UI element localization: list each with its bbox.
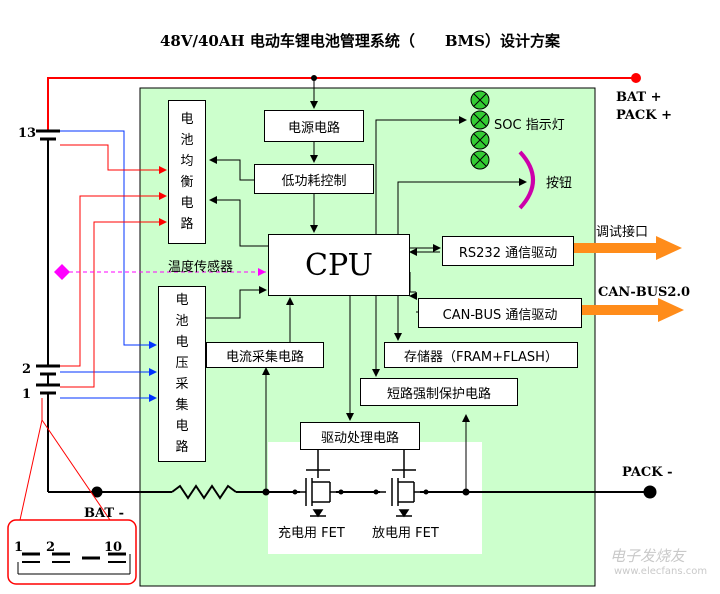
pack-plus-label: PACK + bbox=[616, 108, 672, 123]
charge-fet-label: 充电用 FET bbox=[278, 526, 345, 541]
rs232-driver-block: RS232 通信驱动 bbox=[442, 236, 574, 266]
charge-fet-symbol bbox=[300, 450, 336, 518]
inset-cell-10-label: 10 bbox=[104, 540, 123, 555]
cell-1-label: 1 bbox=[22, 387, 32, 402]
cell-voltage-label: 电 池 电 压 采 集 电 路 bbox=[175, 293, 189, 455]
inset-cell-1-label: 1 bbox=[14, 540, 24, 555]
cell-balancing-block: 电 池 均 衡 电 路 bbox=[168, 100, 206, 244]
pack-minus-label: PACK - bbox=[622, 465, 673, 480]
inset-cell-2-label: 2 bbox=[46, 540, 56, 555]
page-title: 48V/40AH 电动车锂电池管理系统（ BMS）设计方案 bbox=[159, 32, 560, 50]
button-label: 按钮 bbox=[546, 176, 573, 191]
canbus-driver-block: CAN-BUS 通信驱动 bbox=[418, 298, 582, 328]
cell-2-label: 2 bbox=[22, 362, 32, 377]
temp-sensor-line bbox=[54, 264, 266, 280]
debug-interface-arrow bbox=[574, 236, 682, 260]
power-circuit-block: 电源电路 bbox=[264, 110, 364, 142]
soc-led-icons bbox=[470, 90, 490, 170]
cell-balancing-label: 电 池 均 衡 电 路 bbox=[180, 112, 194, 232]
cell-voltage-sampling-block: 电 池 电 压 采 集 电 路 bbox=[158, 286, 206, 462]
canbus-output-arrow bbox=[582, 298, 684, 322]
connectors bbox=[206, 116, 527, 421]
bat-minus-label: BAT - bbox=[84, 506, 124, 521]
bat-plus-label: BAT + bbox=[616, 90, 662, 105]
balance-lines bbox=[60, 144, 167, 388]
voltage-sense-lines bbox=[60, 130, 157, 402]
cell-13-label: 13 bbox=[18, 126, 37, 141]
cpu-block: CPU bbox=[268, 234, 410, 296]
debug-interface-label: 调试接口 bbox=[596, 225, 649, 240]
fet-area bbox=[268, 442, 482, 554]
current-sampling-block: 电流采集电路 bbox=[206, 342, 324, 368]
driver-processing-block: 驱动处理电路 bbox=[300, 422, 420, 450]
bat-plus-line bbox=[47, 73, 641, 132]
button-icon bbox=[518, 150, 535, 210]
watermark-en: www.elecfans.com bbox=[614, 566, 708, 577]
short-circuit-protection-block: 短路强制保护电路 bbox=[360, 378, 518, 406]
temp-sensor-icon bbox=[54, 264, 70, 280]
storage-block: 存储器（FRAM+FLASH） bbox=[384, 342, 578, 368]
cell-inset bbox=[7, 398, 137, 585]
discharge-fet-symbol bbox=[380, 450, 420, 518]
temp-sensor-label: 温度传感器 bbox=[168, 260, 234, 275]
battery-stack bbox=[36, 129, 60, 492]
soc-indicator-label: SOC 指示灯 bbox=[494, 118, 565, 133]
low-power-control-block: 低功耗控制 bbox=[254, 164, 374, 194]
pack-minus-line bbox=[48, 367, 657, 500]
watermark-cn: 电子发烧友 bbox=[610, 547, 686, 565]
discharge-fet-label: 放电用 FET bbox=[372, 526, 439, 541]
canbus-output-label: CAN-BUS2.0 bbox=[598, 285, 691, 300]
